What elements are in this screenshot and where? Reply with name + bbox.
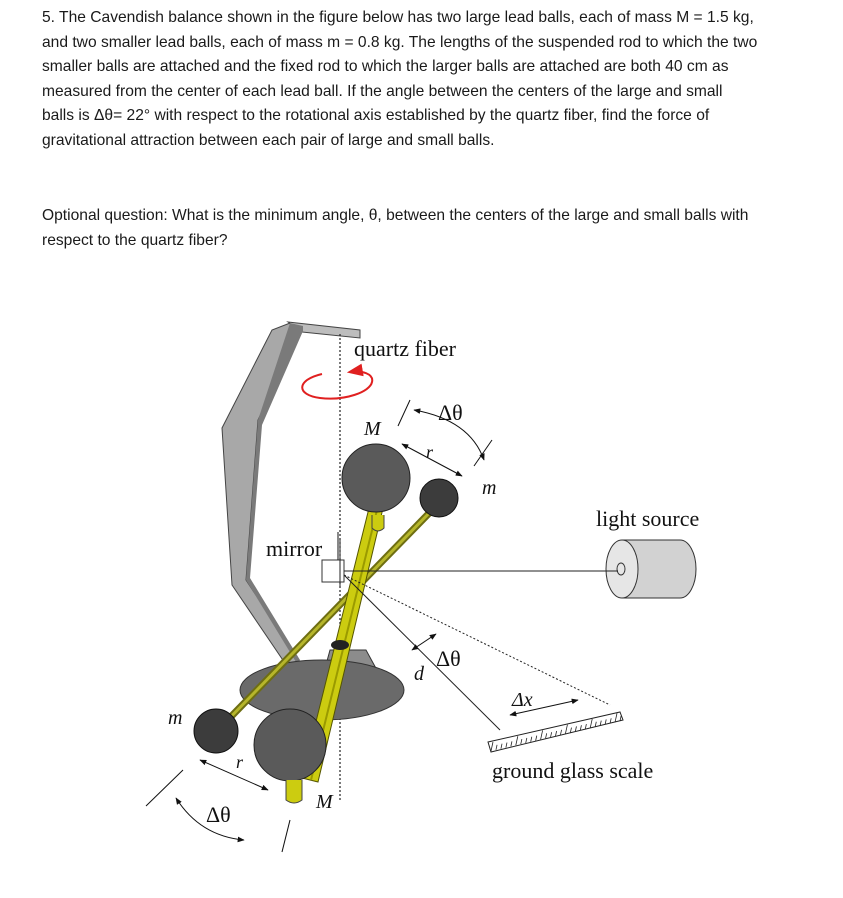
small-ball-bottom xyxy=(193,708,239,754)
fiber-clamp xyxy=(331,640,349,650)
label-light-source: light source xyxy=(596,506,699,531)
scale-tick xyxy=(579,725,582,731)
base-stand xyxy=(239,649,405,721)
light-source-lens xyxy=(616,562,626,576)
label-dtheta-top: Δθ xyxy=(438,400,463,425)
scale-tick xyxy=(594,721,597,727)
scale-tick xyxy=(589,718,593,729)
large-ball-top xyxy=(341,443,411,513)
scale-tick xyxy=(535,735,538,741)
problem-line: smaller balls are attached and the fixed… xyxy=(42,58,729,76)
reflected-beam-2 xyxy=(343,574,611,706)
label-quartz-fiber: quartz fiber xyxy=(354,336,457,361)
large-ball-bottom-hook xyxy=(285,780,303,804)
light-source-face xyxy=(605,539,639,599)
problem-line: gravitational attraction between each pa… xyxy=(42,131,495,149)
reflected-beam-1 xyxy=(343,574,501,731)
scale-tick xyxy=(599,720,602,726)
scale-tick xyxy=(520,738,523,745)
label-dtheta-mid: Δθ xyxy=(436,646,461,671)
label-dx: Δx xyxy=(511,689,533,711)
scale-tick xyxy=(505,742,508,748)
label-m-bottom: m xyxy=(168,707,182,729)
rotation-arrow-icon xyxy=(301,363,374,400)
label-ground-glass-scale: ground glass scale xyxy=(492,758,653,783)
large-ball-bottom xyxy=(253,708,327,782)
frame-inner-edge xyxy=(246,323,303,662)
arrow-r-bottom xyxy=(199,759,269,791)
scale-tick xyxy=(574,726,577,732)
label-r-bottom: r xyxy=(236,752,244,772)
label-d: d xyxy=(414,663,425,685)
scale-tick xyxy=(525,737,528,744)
problem-line: measured from the center of each lead ba… xyxy=(42,82,723,100)
label-r-top: r xyxy=(426,442,434,462)
label-M-top: M xyxy=(363,418,382,440)
scale-bar xyxy=(487,711,624,753)
scale-tick xyxy=(550,732,553,738)
mirror xyxy=(321,540,345,588)
scale-tick xyxy=(569,727,572,733)
arrow-dx xyxy=(509,698,579,717)
arrow-dtheta-bottom xyxy=(175,797,245,843)
tick-top-left xyxy=(397,399,411,427)
frame-outer xyxy=(221,322,304,680)
label-mirror: mirror xyxy=(266,536,323,561)
scale-tick xyxy=(614,713,618,723)
problem-statement: 5. The Cavendish balance shown in the fi… xyxy=(42,6,832,154)
scale-tick xyxy=(510,741,513,747)
tick-bottom-left xyxy=(145,769,184,807)
light-source-body xyxy=(621,539,697,599)
optional-line: respect to the quartz fiber? xyxy=(42,231,228,249)
large-ball-top-hook xyxy=(371,515,385,532)
problem-line: and two smaller lead balls, each of mass… xyxy=(42,33,758,51)
scale-tick xyxy=(540,730,543,740)
suspended-rod-highlight xyxy=(216,504,438,732)
arrow-dtheta-top xyxy=(413,408,485,461)
scale-tick xyxy=(565,724,568,734)
scale-tick xyxy=(584,723,587,730)
scale-tick xyxy=(555,730,557,737)
scale-tick xyxy=(495,744,498,750)
light-source xyxy=(344,539,697,599)
label-M-bottom: M xyxy=(315,791,334,813)
arrow-d xyxy=(411,633,437,651)
optional-line: Optional question: What is the minimum a… xyxy=(42,207,749,224)
scale-tick xyxy=(500,743,503,749)
tick-bottom-right xyxy=(281,819,291,853)
problem-line: 5. The Cavendish balance shown in the fi… xyxy=(42,9,754,26)
label-dtheta-bottom: Δθ xyxy=(206,802,231,827)
tick-top-right xyxy=(473,439,493,467)
scale-tick xyxy=(604,719,607,725)
support-frame xyxy=(221,321,361,680)
scale-tick xyxy=(515,736,519,746)
scale-tick xyxy=(560,729,562,735)
scale-tick xyxy=(545,733,548,739)
small-ball-top xyxy=(419,478,459,518)
optional-question: Optional question: What is the minimum a… xyxy=(42,204,832,253)
scale-tick xyxy=(490,741,494,752)
label-m-top: m xyxy=(482,477,496,499)
scale-tick xyxy=(609,718,612,724)
scale-tick xyxy=(619,715,622,722)
scale-ticks xyxy=(490,713,622,752)
scale-tick xyxy=(530,736,533,742)
ground-glass-scale xyxy=(487,711,624,753)
mirror-plate xyxy=(321,559,345,583)
problem-line: balls is Δθ= 22° with respect to the rot… xyxy=(42,107,710,125)
